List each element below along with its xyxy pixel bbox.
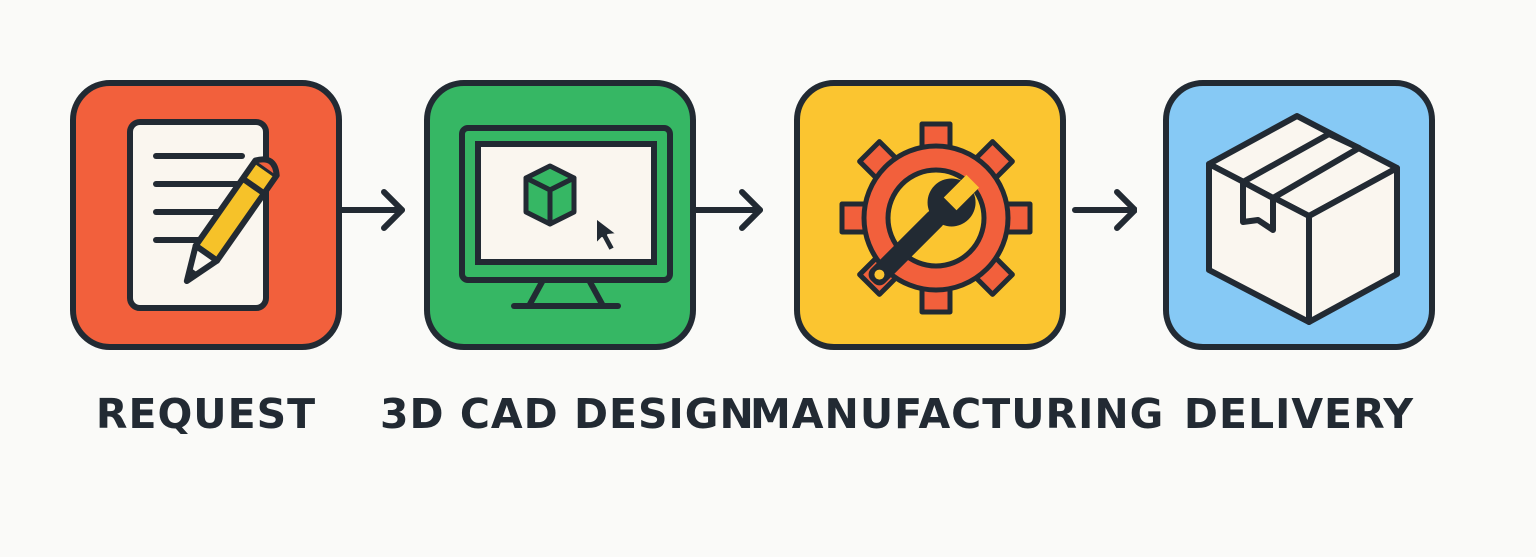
step-label-delivery: DELIVERY <box>1183 390 1415 438</box>
flow-arrow-2 <box>693 180 764 240</box>
step-label-request: REQUEST <box>95 390 317 438</box>
gear-wrench-icon <box>839 121 1033 315</box>
step-label-manufacturing: MANUFACTURING <box>750 390 1165 438</box>
document-pencil-icon <box>127 119 280 311</box>
manufacturing-tile <box>794 80 1066 350</box>
step-label-design: 3D CAD DESIGN <box>380 390 755 438</box>
design-tile <box>424 80 696 350</box>
flow-arrow-3 <box>1067 180 1138 240</box>
flow-arrow-1 <box>339 180 410 240</box>
delivery-tile <box>1163 80 1435 350</box>
box-icon <box>1206 113 1400 325</box>
monitor-cube-icon <box>459 125 673 309</box>
request-tile <box>70 80 342 350</box>
